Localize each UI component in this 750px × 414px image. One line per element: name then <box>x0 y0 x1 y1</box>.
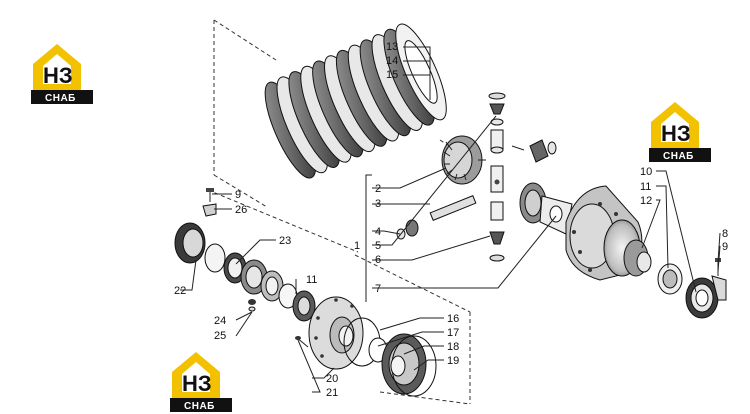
logo-text: СНАБ <box>45 93 76 104</box>
crown-gear <box>519 182 573 235</box>
callout-10: 10 <box>640 166 652 178</box>
assembly-dashed-guides <box>207 19 471 405</box>
callout-1: 1 <box>354 240 360 252</box>
callout-3: 3 <box>375 198 381 210</box>
leader-lines <box>180 46 721 393</box>
lower-flange-group <box>308 296 437 397</box>
callout-18: 18 <box>447 341 459 353</box>
logo-text: СНАБ <box>184 401 215 412</box>
callout-11-left: 11 <box>306 274 317 286</box>
callout-16: 16 <box>447 313 459 325</box>
callout-9-left: 9 <box>235 189 241 201</box>
callout-9-right: 9 <box>722 241 728 253</box>
callout-6: 6 <box>375 254 381 266</box>
callout-4: 4 <box>375 226 381 238</box>
callout-23: 23 <box>279 235 291 247</box>
callout-21: 21 <box>326 387 338 399</box>
callout-25: 25 <box>214 330 226 342</box>
logo-mark: НЗ <box>661 121 691 146</box>
logo-mark: НЗ <box>182 371 212 396</box>
callout-7: 7 <box>375 283 381 295</box>
callout-13: 13 <box>386 41 398 53</box>
logo-text: СНАБ <box>663 151 694 162</box>
differential-spider-parts <box>396 92 557 262</box>
logo-mark: НЗ <box>43 63 73 88</box>
callout-19: 19 <box>447 355 459 367</box>
differential-housing <box>565 185 727 319</box>
callout-26: 26 <box>235 204 247 216</box>
logo-top-left: НЗ СНАБ <box>31 44 93 104</box>
callout-24: 24 <box>214 315 226 327</box>
callout-12: 12 <box>640 195 652 207</box>
logo-bottom: НЗ СНАБ <box>170 352 232 412</box>
clutch-disc-pack <box>264 23 447 179</box>
callout-17: 17 <box>447 327 459 339</box>
callout-15: 15 <box>386 69 398 81</box>
pinion-gear <box>441 135 486 185</box>
callout-numbers: 13 14 15 2 3 1 4 5 6 7 10 11 12 8 9 9 26… <box>174 41 728 399</box>
callout-2: 2 <box>375 183 381 195</box>
callout-8: 8 <box>722 228 728 240</box>
callout-5: 5 <box>375 240 381 252</box>
logo-right: НЗ СНАБ <box>649 102 711 162</box>
callout-11-right: 11 <box>640 181 651 193</box>
callout-20: 20 <box>326 373 338 385</box>
left-bearing-group <box>174 188 316 348</box>
callout-14: 14 <box>386 55 398 67</box>
callout-22: 22 <box>174 285 186 297</box>
